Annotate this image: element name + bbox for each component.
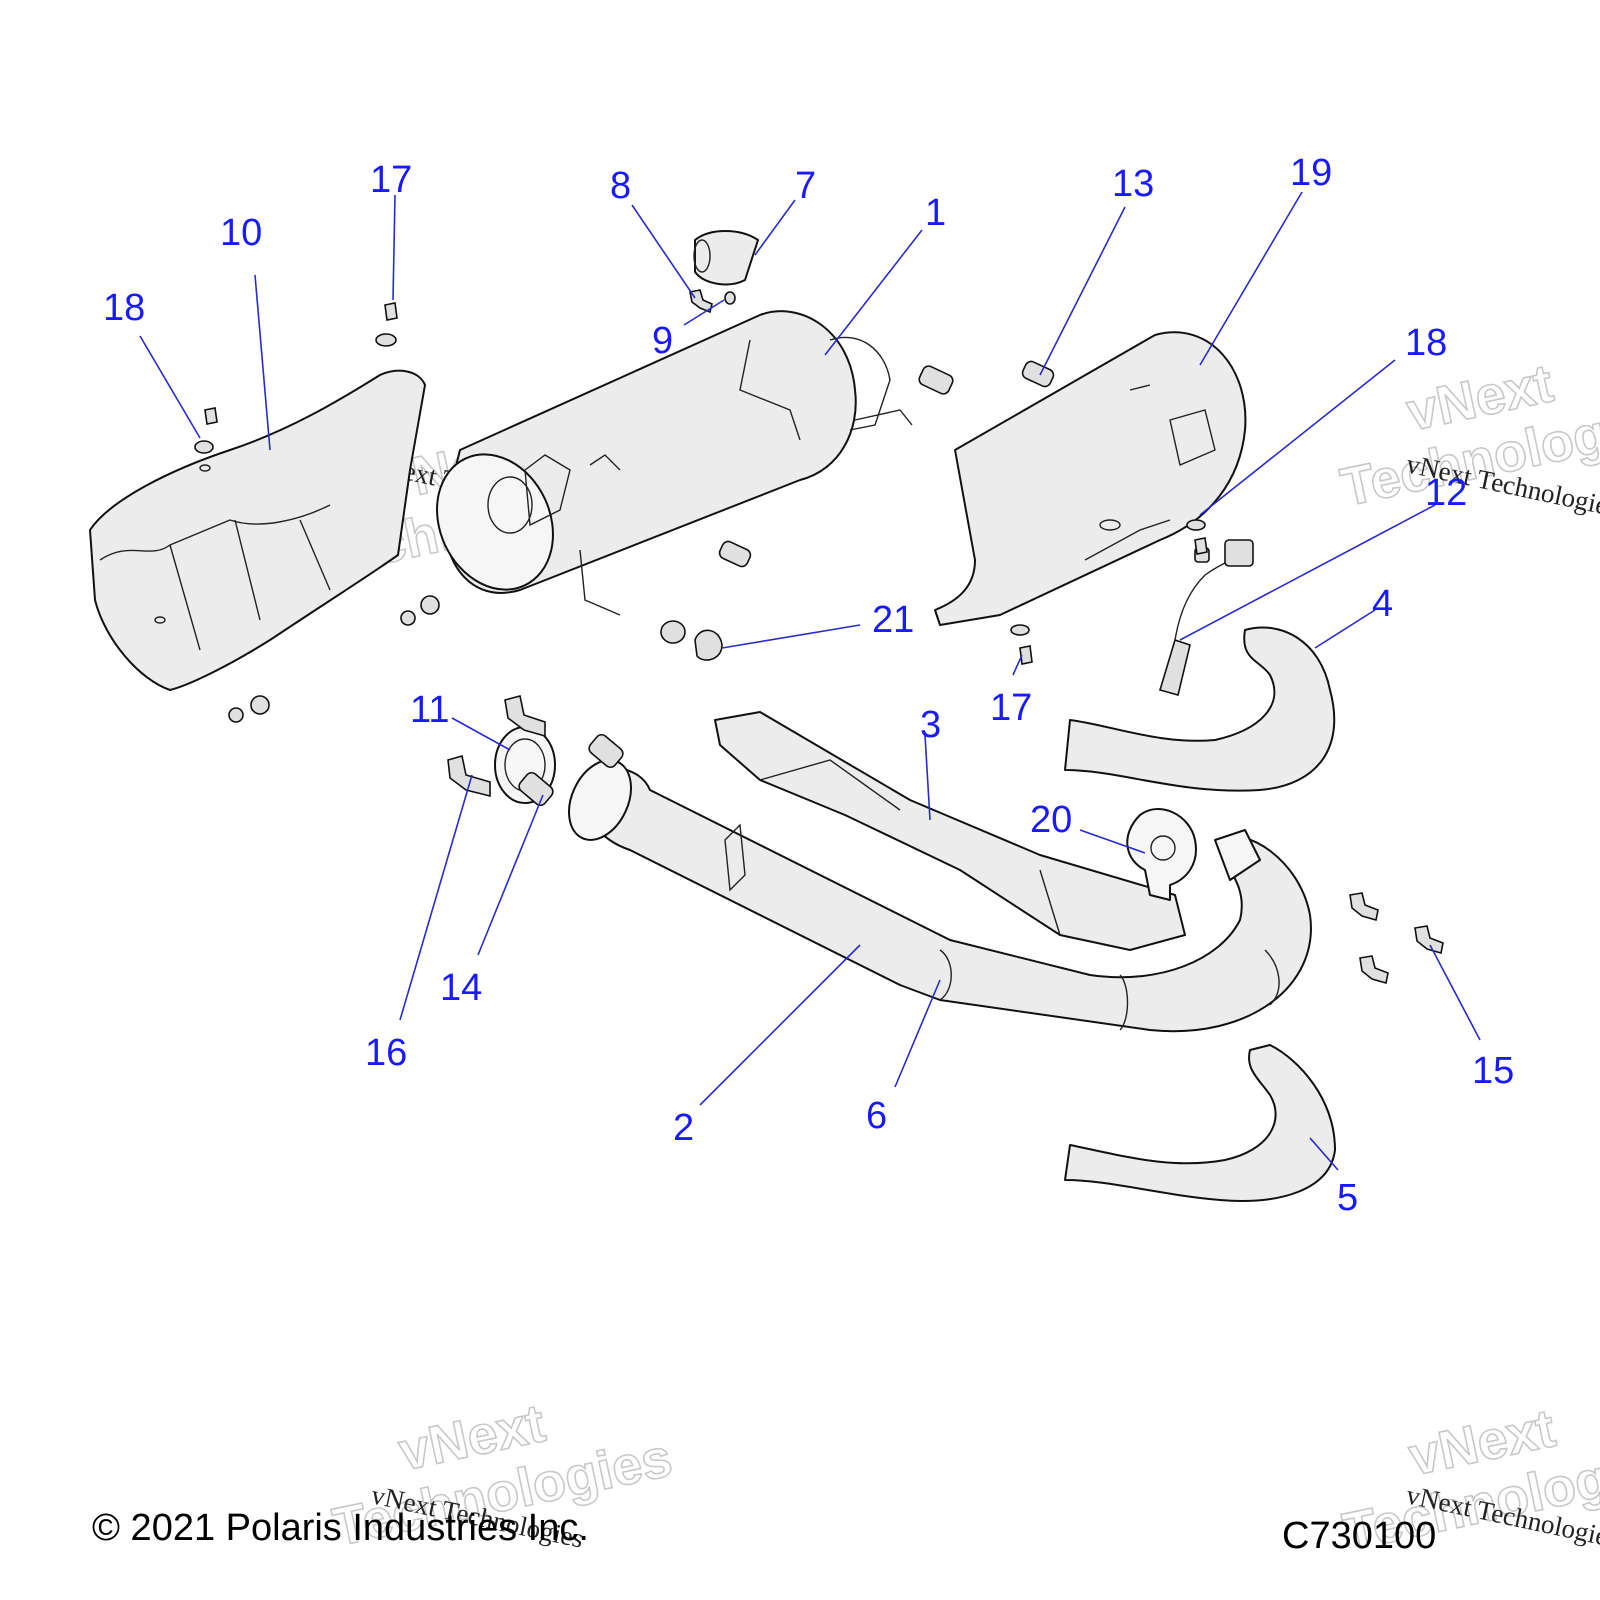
leader-line-18a	[139, 335, 201, 439]
leader-line-5	[1309, 1137, 1339, 1171]
callout-11: 11	[410, 689, 449, 731]
leader-line-1	[824, 229, 923, 356]
head-pipe-assembly	[568, 759, 1312, 1033]
fastener-hardware	[194, 289, 1444, 985]
callout-19: 19	[1290, 152, 1332, 194]
head-pipe-heat-shield	[714, 711, 1186, 951]
callout-2: 2	[673, 1107, 694, 1149]
callout-12: 12	[1425, 472, 1467, 514]
leader-line-6	[894, 979, 941, 1088]
heat-shield-right	[934, 331, 1247, 626]
leader-line-16	[399, 774, 473, 1021]
leader-line-3	[924, 734, 931, 821]
callout-labels: 1 2 3 4 5 6 7 8 9 10 11 12 13 14 15 16 1…	[103, 152, 1514, 1219]
spark-arrestor-tip	[693, 230, 759, 286]
callout-5: 5	[1337, 1177, 1358, 1219]
callout-10: 10	[220, 212, 262, 254]
diagram-code: C730100	[1282, 1515, 1436, 1557]
leader-line-13	[1039, 206, 1126, 376]
leader-line-21	[721, 624, 861, 649]
callout-16: 16	[365, 1032, 407, 1074]
leader-line-4	[1314, 609, 1376, 649]
leader-line-12	[1179, 504, 1436, 641]
leader-line-20	[1079, 829, 1146, 854]
leader-line-10	[254, 274, 271, 451]
leader-line-2	[699, 944, 861, 1106]
header-heat-shield-lower	[1064, 1044, 1336, 1202]
callout-3: 3	[920, 704, 941, 746]
leader-line-18b	[1199, 359, 1396, 516]
callout-20: 20	[1030, 799, 1072, 841]
callout-17a: 17	[370, 159, 412, 201]
callout-18b: 18	[1405, 322, 1447, 364]
header-heat-shield-upper	[1064, 626, 1336, 792]
callout-4: 4	[1372, 583, 1393, 625]
callout-21: 21	[872, 599, 914, 641]
muffler-assembly	[436, 310, 913, 616]
callout-6: 6	[866, 1095, 887, 1137]
callout-17b: 17	[990, 687, 1032, 729]
leader-line-14	[477, 794, 544, 956]
copyright-notice: © 2021 Polaris Industries Inc.	[92, 1507, 589, 1549]
leader-line-15	[1429, 944, 1481, 1041]
heat-shield-left	[89, 369, 426, 691]
callout-15: 15	[1472, 1050, 1514, 1092]
leader-line-9	[683, 299, 725, 326]
callout-8: 8	[610, 165, 631, 207]
callout-9: 9	[652, 320, 673, 362]
callout-18a: 18	[103, 287, 145, 329]
callout-13: 13	[1112, 163, 1154, 205]
exhaust-gasket	[1126, 808, 1197, 901]
leader-line-11	[451, 717, 511, 751]
leader-line-17a	[392, 194, 396, 301]
leader-line-17b	[1012, 654, 1023, 676]
callout-1: 1	[925, 192, 946, 234]
leader-line-8	[631, 204, 696, 299]
leader-lines	[139, 191, 1481, 1171]
leader-line-7	[754, 199, 796, 256]
callout-7: 7	[795, 165, 816, 207]
oxygen-sensor	[1158, 539, 1254, 696]
leader-line-19	[1199, 191, 1303, 366]
callout-14: 14	[440, 967, 482, 1009]
